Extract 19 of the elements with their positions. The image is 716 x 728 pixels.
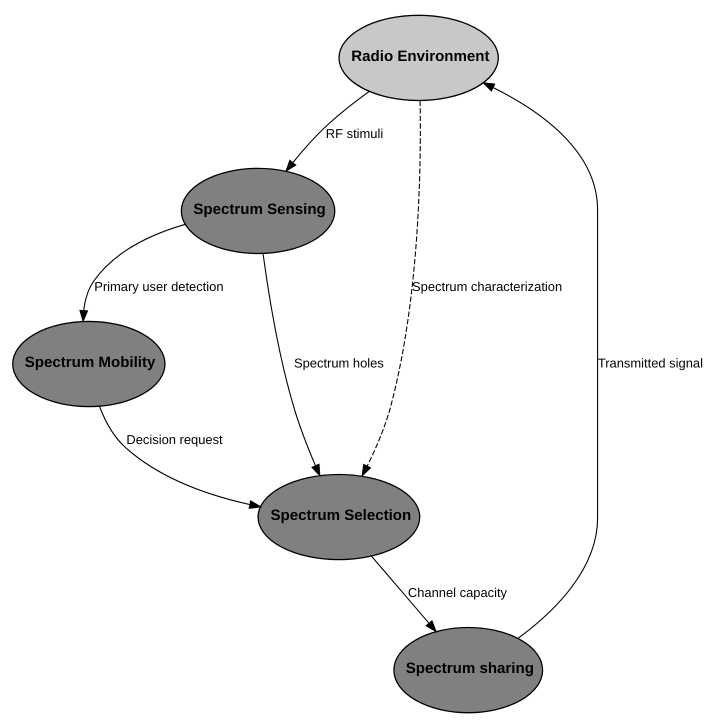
node-ellipse: Spectrum Selection [257, 474, 420, 560]
node-ellipse: Spectrum sharing [393, 626, 544, 714]
arrow [98, 406, 262, 509]
node-ellipse: Spectrum Sensing [180, 168, 336, 254]
edge-label: Transmitted signal [598, 355, 703, 370]
edge-label: RF stimuli [326, 126, 384, 141]
arrow [361, 100, 421, 478]
edge-label: Primary user detection [94, 278, 224, 294]
arrow [262, 254, 320, 478]
arrow [79, 224, 186, 324]
edge-label: Channel capacity [408, 584, 508, 600]
arrow [285, 91, 370, 172]
edge-label: Decision request [126, 432, 223, 447]
arrow [482, 82, 598, 639]
node-ellipse: Spectrum Mobility [12, 320, 166, 408]
edge-label: Spectrum characterization [412, 278, 562, 294]
edge-label: Spectrum holes [294, 355, 384, 370]
node-ellipse: Radio Environment [338, 14, 499, 102]
arrow [371, 556, 438, 633]
